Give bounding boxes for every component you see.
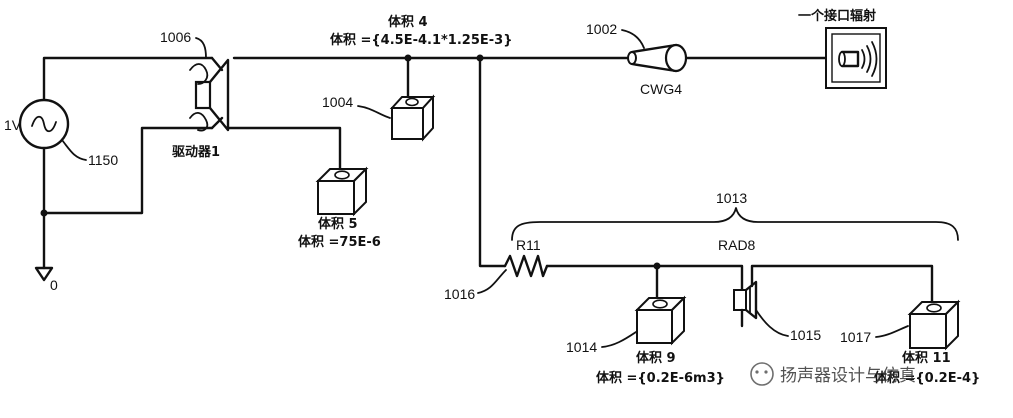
- ground-label: 0: [50, 277, 58, 293]
- leader-1017: [875, 325, 909, 338]
- driver-symbol: [189, 56, 230, 132]
- leader-1006: [195, 37, 207, 59]
- leader-1015: [755, 309, 789, 337]
- radiation-symbol: [825, 27, 887, 89]
- radiator-symbol: [733, 280, 758, 328]
- resistor-r11: [503, 254, 549, 278]
- junction-dot: [404, 54, 412, 62]
- volume5-value: 体积 =75E-6: [298, 234, 381, 250]
- circuit-wires: [42, 56, 934, 304]
- radiation-label: 一个接口辐射: [798, 8, 876, 24]
- volume11-value: 体积 ={0.2E-4}: [874, 370, 980, 386]
- voltage-source: [18, 98, 70, 150]
- ref-1150: 1150: [88, 152, 118, 168]
- wire-r11-rad8: [545, 264, 744, 292]
- leader-1004: [357, 105, 391, 119]
- wire-driver-volume5: [226, 126, 342, 172]
- leader-1014: [601, 331, 637, 348]
- ref-1015: 1015: [790, 327, 821, 343]
- volume9-value: 体积 ={0.2E-6m3}: [596, 370, 725, 386]
- volume11-name: 体积 11: [902, 350, 951, 366]
- watermark: 扬声器设计与仿真: [750, 362, 916, 386]
- driver-label: 驱动器1: [172, 145, 220, 160]
- wire-return: [42, 126, 214, 215]
- brace-1013: [511, 207, 959, 241]
- volume5-name: 体积 5: [318, 216, 358, 232]
- wire-rad8-volume11: [750, 264, 934, 304]
- ref-1017: 1017: [840, 329, 871, 345]
- wechat-icon: [750, 362, 774, 386]
- waveguide-symbol: [627, 43, 688, 73]
- leader-1016: [477, 269, 507, 294]
- resistor-label: R11: [516, 237, 541, 253]
- radiator-label: RAD8: [718, 237, 756, 253]
- ref-1014: 1014: [566, 339, 597, 355]
- junction-dot: [40, 209, 48, 217]
- wire-source-top: [42, 56, 214, 102]
- leader-1150: [61, 139, 87, 161]
- ground-symbol: [34, 266, 54, 282]
- junction-dot: [653, 262, 661, 270]
- volume11-box: [907, 299, 961, 351]
- ref-1002: 1002: [586, 21, 617, 37]
- ref-1016: 1016: [444, 286, 475, 302]
- volume9-box: [634, 295, 687, 346]
- leader-1002: [621, 29, 645, 49]
- volume4-name: 体积 4: [388, 14, 428, 30]
- wire-branch: [478, 56, 507, 268]
- watermark-text: 扬声器设计与仿真: [780, 366, 916, 386]
- volume5-box: [315, 166, 369, 217]
- volume9-name: 体积 9: [636, 350, 676, 366]
- ref-1013: 1013: [716, 190, 747, 206]
- volume4-box: [389, 94, 436, 142]
- ref-1006: 1006: [160, 29, 191, 45]
- junction-dot: [476, 54, 484, 62]
- source-voltage-label: 1V: [4, 117, 22, 133]
- ref-1004: 1004: [322, 94, 353, 110]
- volume4-value: 体积 ={4.5E-4.1*1.25E-3}: [330, 32, 512, 48]
- waveguide-label: CWG4: [640, 81, 682, 97]
